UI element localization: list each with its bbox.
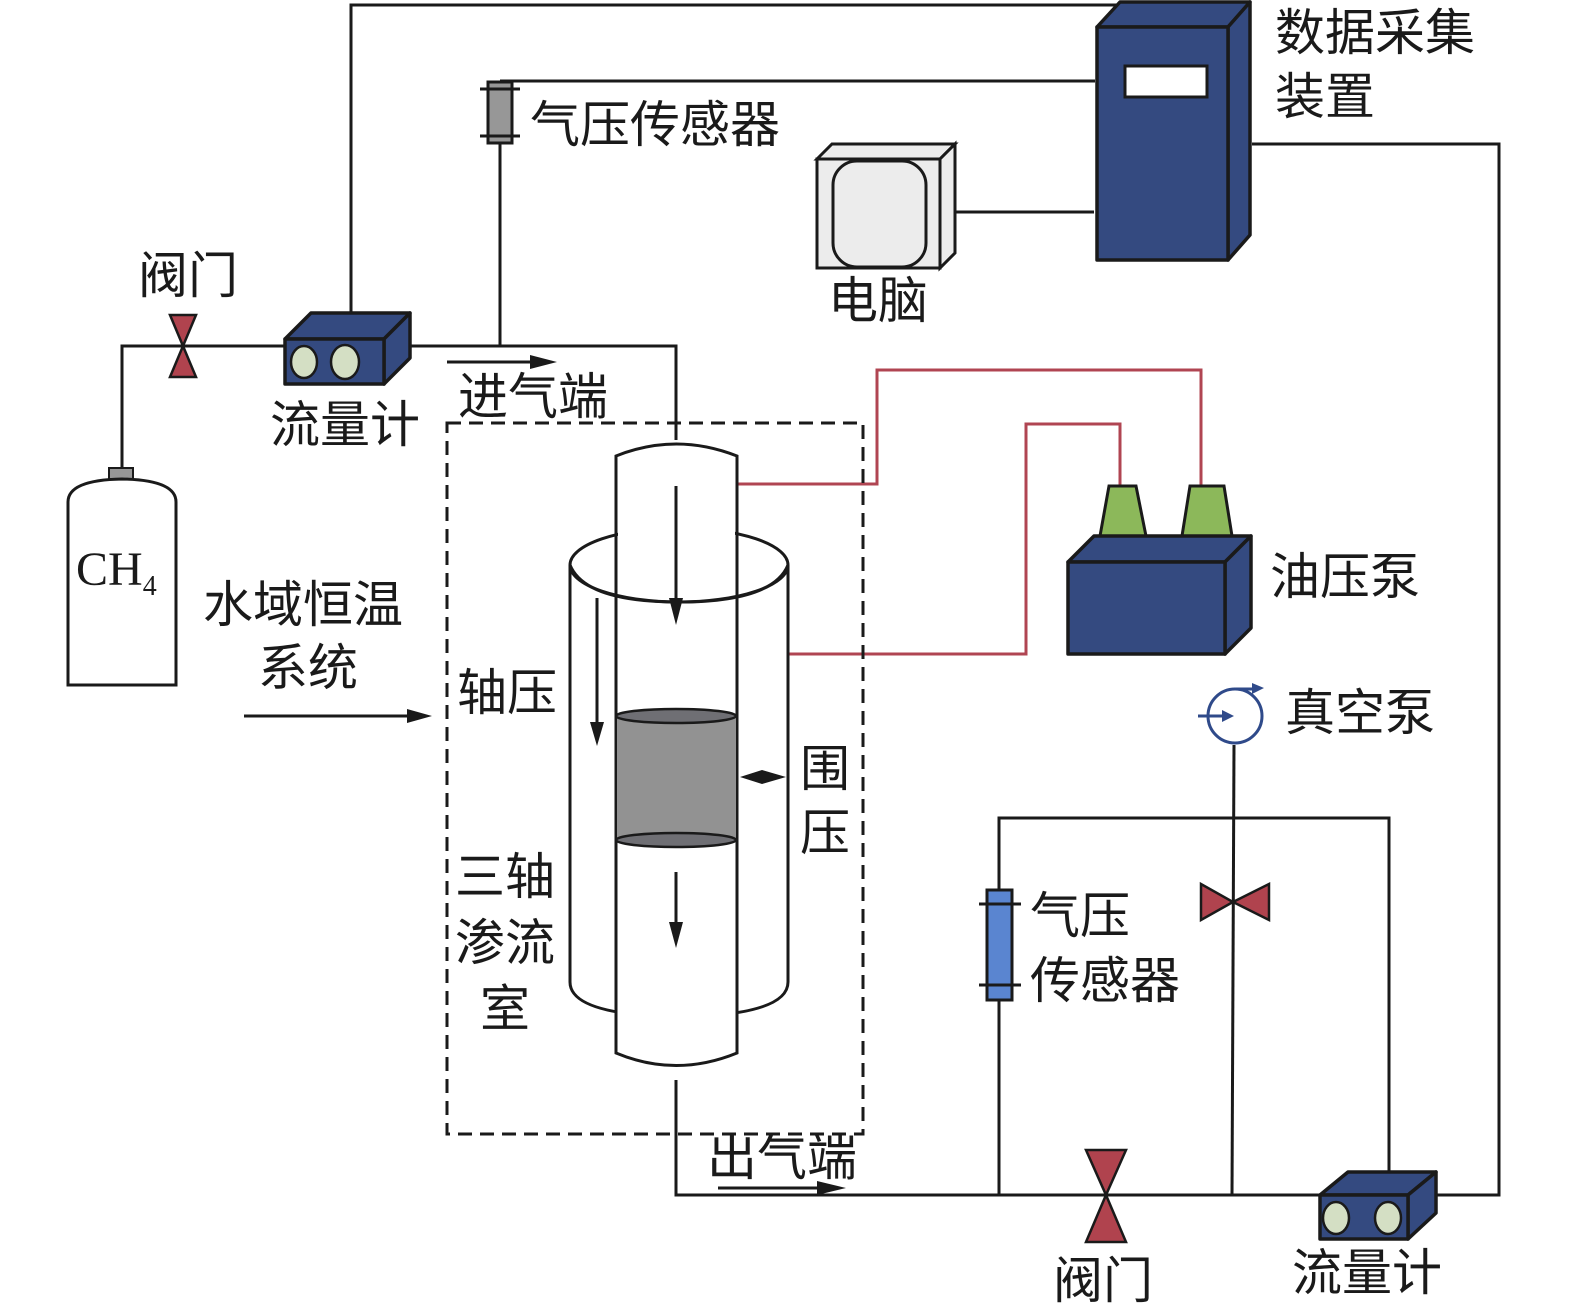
label-ch4: CH4 <box>76 543 157 602</box>
label-confining-pressure-line2: 压 <box>800 804 850 862</box>
sample-top-disc <box>614 707 738 725</box>
valve-outlet-icon <box>1084 1148 1128 1244</box>
label-outlet-end: 出气端 <box>707 1129 857 1187</box>
label-data-acquisition-line2: 装置 <box>1275 68 1375 126</box>
label-vacuum-pump: 真空泵 <box>1285 684 1435 742</box>
sample-bottom-disc <box>614 831 738 849</box>
data-acquisition-device <box>1095 0 1252 262</box>
pressure-sensor-top <box>480 80 520 145</box>
label-water-bath-line1: 水域恒温 <box>203 576 403 634</box>
water-bath-boundary <box>445 421 865 1136</box>
label-flowmeter-inlet: 流量计 <box>270 396 420 454</box>
label-confining-pressure-line1: 围 <box>800 740 850 798</box>
flowmeter-inlet-icon <box>283 311 412 386</box>
valve-inlet-icon <box>168 313 198 379</box>
inlet-flow-arrow <box>447 355 557 369</box>
label-triaxial-chamber-line2: 渗流 <box>455 914 555 972</box>
gas-line-inlet <box>410 344 678 440</box>
label-axial-pressure: 轴压 <box>457 664 557 722</box>
pressure-sensor-bottom <box>979 888 1021 1002</box>
label-water-bath-line2: 系统 <box>258 639 358 697</box>
oil-lines <box>737 368 1203 656</box>
water-bath-arrow <box>244 709 432 723</box>
cylinder-valve-cap <box>108 467 134 480</box>
label-valve-outlet: 阀门 <box>1053 1252 1153 1310</box>
label-ch4-subscript: 4 <box>143 571 157 602</box>
label-pressure-sensor-bottom-line1: 气压 <box>1030 887 1130 945</box>
gas-line-bypass <box>997 816 1391 1195</box>
rock-sample <box>615 715 738 841</box>
connection-lines <box>120 3 1501 1197</box>
label-inlet-end: 进气端 <box>458 368 608 426</box>
label-ch4-main: CH <box>76 543 143 596</box>
gas-line-cylinder <box>120 344 285 468</box>
vacuum-pump-icon <box>1198 683 1264 745</box>
daq-display-window <box>1123 64 1209 99</box>
signal-line-flowmeter-inlet <box>349 3 1130 312</box>
label-triaxial-chamber-line1: 三轴 <box>455 848 555 906</box>
label-pressure-sensor-bottom-line2: 传感器 <box>1030 952 1180 1010</box>
label-computer: 电脑 <box>828 272 928 330</box>
triaxial-seepage-chamber <box>568 442 790 1067</box>
label-oil-pump: 油压泵 <box>1270 548 1420 606</box>
confining-pressure-arrow <box>740 770 786 784</box>
flowmeter-outlet-icon <box>1318 1170 1438 1241</box>
oil-line-confining <box>788 422 1122 656</box>
label-valve-inlet: 阀门 <box>138 247 238 305</box>
oil-line-axial <box>737 368 1203 486</box>
valve-vacuum-icon <box>1199 881 1271 923</box>
oil-pressure-pump-icon <box>1066 484 1253 656</box>
signal-line-flowmeter-outlet <box>1252 142 1501 1197</box>
outlet-flow-arrow <box>718 1181 846 1195</box>
label-flowmeter-outlet: 流量计 <box>1292 1244 1442 1302</box>
label-data-acquisition-line1: 数据采集 <box>1275 4 1475 62</box>
computer-icon <box>813 140 959 272</box>
label-triaxial-chamber-line3: 室 <box>480 980 530 1038</box>
ch4-gas-cylinder <box>66 467 178 687</box>
label-pressure-sensor-top: 气压传感器 <box>530 96 780 154</box>
gas-line-vacuum <box>1230 744 1236 1196</box>
